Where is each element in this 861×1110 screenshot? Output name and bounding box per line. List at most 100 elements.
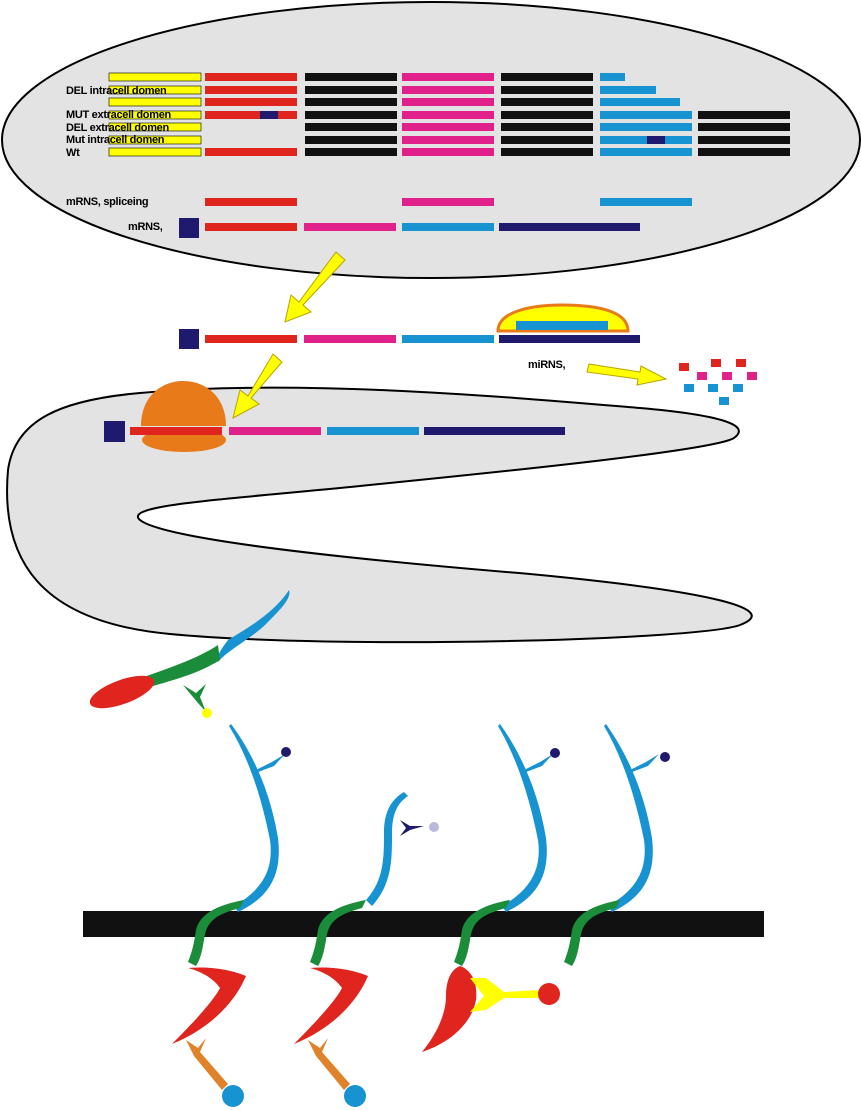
exon7-row5 [698, 123, 790, 131]
label-del-intracell: DEL intracell domen [66, 85, 167, 97]
fragment [733, 384, 743, 392]
exon6-row2 [600, 86, 656, 94]
receptor-2-effector [344, 1085, 366, 1107]
exon3-row5 [305, 123, 397, 131]
exon4-row4 [402, 111, 494, 119]
fragment [708, 384, 718, 392]
receptor-3-effector [538, 983, 560, 1005]
receptor-4-ligand [660, 752, 670, 762]
exon3-row2 [305, 86, 397, 94]
mrna-cap-er [104, 421, 125, 442]
label-mut-intracell: Mut intracell domen [66, 134, 165, 146]
mrna-cap-nucleus [179, 218, 199, 238]
label-wt: Wt [66, 147, 80, 159]
exon2-row4 [205, 111, 297, 119]
receptor-2-ligand [429, 822, 439, 832]
nascent-receptor-ligand-arm [183, 684, 206, 712]
receptor-2-adaptor [308, 1038, 350, 1090]
exon4-row2 [402, 86, 494, 94]
exon1-row5 [108, 122, 202, 132]
splice-piece-blue [600, 198, 692, 206]
exon2-row7 [205, 148, 297, 156]
exon-bars [205, 73, 790, 156]
receptor-3 [422, 724, 560, 1052]
mrna-er-red [130, 427, 222, 435]
receptor-3-ligand [550, 748, 560, 758]
translation-arrow [232, 353, 283, 419]
receptor-4-extracellular [604, 724, 653, 912]
receptor-2-kinase [294, 967, 368, 1044]
exon1-row4 [108, 110, 202, 120]
receptor-3-transmembrane [454, 900, 510, 966]
mrna-er-utr [424, 427, 565, 435]
ribosome-large-subunit [141, 381, 226, 426]
isoform-exon-rows [108, 72, 202, 157]
label-mut-extracell: MUT extracell domen [66, 109, 172, 121]
receptor-1-effector [222, 1085, 244, 1107]
mrna-cyto-utr [499, 335, 640, 343]
receptor-4 [564, 724, 670, 966]
receptor-3-extracellular [498, 724, 547, 912]
receptor-2-extracellular [366, 792, 408, 906]
fragment [722, 372, 732, 380]
exon7-row7 [698, 148, 790, 156]
label-mrna: mRNS, [128, 221, 163, 233]
exon3-row6 [305, 136, 397, 144]
exon5-row6 [501, 136, 593, 144]
exon1-row7 [108, 147, 202, 157]
receptor-1-ligand-arm [256, 754, 285, 772]
exon7-row6 [698, 136, 790, 144]
exon6-row1 [600, 73, 625, 81]
plasma-membrane [83, 911, 764, 937]
nascent-receptor-ligand [202, 708, 212, 718]
exon4-row7 [402, 148, 494, 156]
mirna-fragments [679, 359, 757, 405]
label-del-extracell: DEL extracell domen [66, 122, 169, 134]
export-arrow [284, 251, 346, 323]
nascent-receptor [89, 590, 290, 718]
exon1-row6 [108, 135, 202, 145]
receptor-4-transmembrane [564, 900, 620, 966]
exon2-row2 [205, 86, 297, 94]
mrna-cyto-blue [402, 335, 494, 343]
exon5-row1 [501, 73, 593, 81]
mrna-er-blue [327, 427, 419, 435]
exon1-row3 [108, 97, 202, 107]
label-mrna-splicing: mRNS, spliceing [66, 196, 148, 208]
exon2-row3 [205, 98, 297, 106]
receptor-1-ligand [281, 747, 291, 757]
exon2-row4-mutation [260, 111, 278, 119]
exon5-row5 [501, 123, 593, 131]
exon6-row5 [600, 123, 692, 131]
receptor-1-extracellular [229, 724, 279, 912]
receptor-3-kinase [422, 966, 477, 1052]
exon6-row3 [600, 98, 680, 106]
receptor-1-transmembrane [188, 900, 244, 966]
receptor-1-kinase [172, 967, 246, 1044]
exon6-row7 [600, 148, 692, 156]
exon3-row7 [305, 148, 397, 156]
exon4-row6 [402, 136, 494, 144]
exon4-row1 [402, 73, 494, 81]
splice-piece-red [205, 198, 297, 206]
fragment [747, 372, 757, 380]
exon6-row6 [600, 136, 692, 144]
mrna-cap-cyto [179, 329, 199, 349]
exon3-row4 [305, 111, 397, 119]
nascent-receptor-extracellular [217, 590, 290, 662]
mrna-nuc-red [205, 223, 297, 231]
exon5-row3 [501, 98, 593, 106]
receptor-1 [172, 724, 291, 1107]
mirna-arrow [586, 363, 668, 386]
fragment [697, 372, 707, 380]
receptor-2-transmembrane [310, 900, 366, 966]
exon5-row4 [501, 111, 593, 119]
receptor-3-ligand-arm [524, 754, 553, 772]
exon1-row1 [108, 72, 202, 82]
exon2-row1 [205, 73, 297, 81]
label-mirna: miRNS, [528, 359, 566, 371]
exon6-row4 [600, 111, 692, 119]
receptor-4-ligand-arm [630, 754, 659, 772]
exon3-row3 [305, 98, 397, 106]
